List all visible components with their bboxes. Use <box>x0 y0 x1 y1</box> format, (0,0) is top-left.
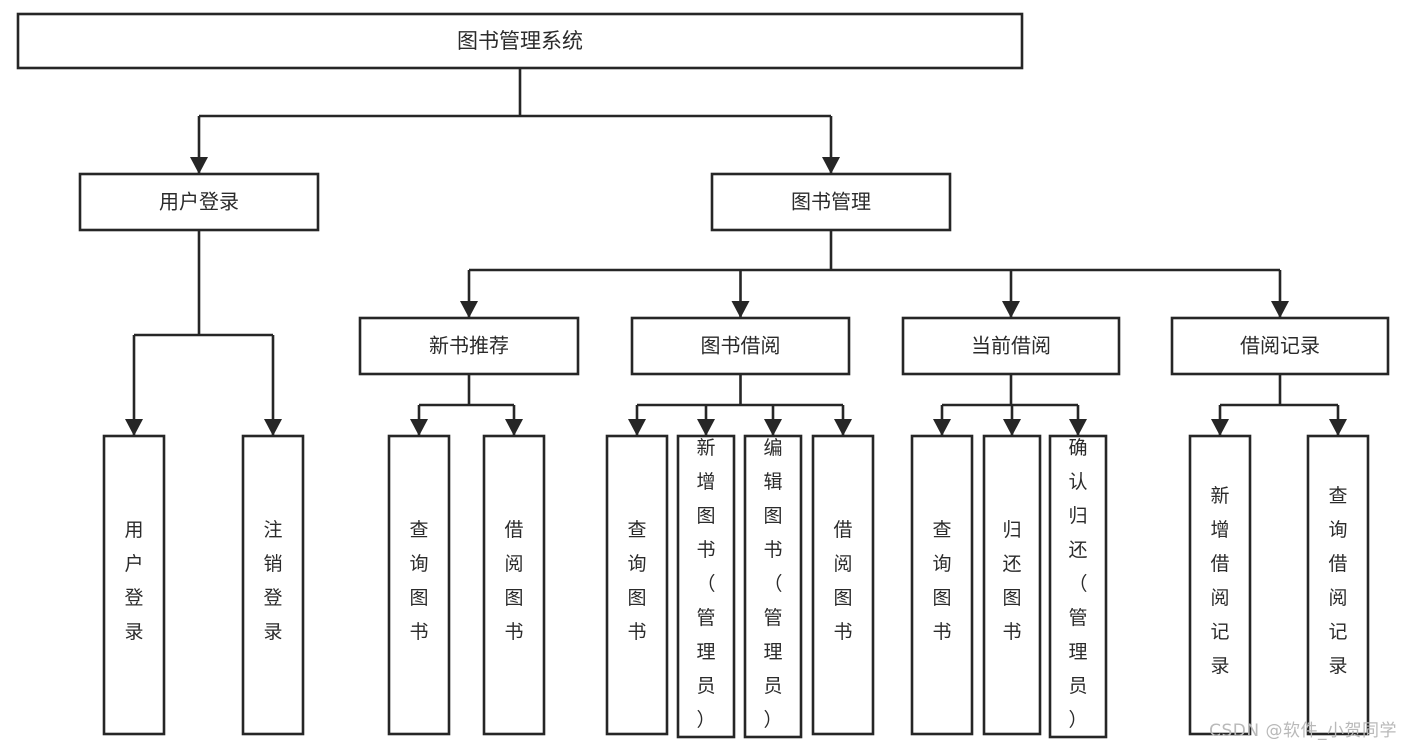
node-leaf-borrow-book-2[interactable]: 借阅图书 <box>811 434 875 736</box>
node-box <box>811 434 875 736</box>
node-leaf-logout[interactable]: 注销登录 <box>241 434 305 736</box>
node-leaf-query-record[interactable]: 查询借阅记录 <box>1306 434 1370 736</box>
node-label-vertical: 注销登录 <box>263 519 282 643</box>
node-label: 新书推荐 <box>429 334 509 358</box>
node-box <box>358 316 580 376</box>
connectors-layer <box>125 68 1347 436</box>
node-label-vertical: 查询图书 <box>409 519 428 643</box>
arrow-head-icon <box>264 419 282 436</box>
node-label: 借阅记录 <box>1240 334 1320 358</box>
node-box <box>605 434 669 736</box>
node-book-manage[interactable]: 图书管理 <box>710 172 952 232</box>
node-box <box>676 434 736 739</box>
node-label: 用户登录 <box>159 190 239 214</box>
arrow-head-icon <box>1271 301 1289 318</box>
node-leaf-query-book-3[interactable]: 查询图书 <box>910 434 974 736</box>
node-label-vertical: 借阅图书 <box>833 519 852 643</box>
node-label-vertical: 用户登录 <box>124 519 143 643</box>
node-leaf-query-book-1[interactable]: 查询图书 <box>387 434 451 736</box>
arrow-head-icon <box>697 419 715 436</box>
node-box <box>482 434 546 736</box>
arrow-head-icon <box>190 157 208 174</box>
node-label-vertical: 归还图书 <box>1002 519 1021 643</box>
node-label: 图书借阅 <box>701 334 781 358</box>
node-label: 图书管理系统 <box>457 29 583 53</box>
arrow-head-icon <box>822 157 840 174</box>
node-box <box>1048 434 1108 739</box>
node-user-login[interactable]: 用户登录 <box>78 172 320 232</box>
node-box <box>982 434 1042 736</box>
connector-user-login-to-leaves <box>125 230 282 436</box>
node-leaf-confirm-return[interactable]: 确认归还（管理员） <box>1048 434 1108 739</box>
node-label-vertical: 编辑图书（管理员） <box>763 437 782 731</box>
node-box <box>241 434 305 736</box>
node-box <box>743 434 803 739</box>
arrow-head-icon <box>1003 419 1021 436</box>
arrow-head-icon <box>1211 419 1229 436</box>
node-leaf-return-book[interactable]: 归还图书 <box>982 434 1042 736</box>
connector-root-to-level2 <box>190 68 840 174</box>
node-book-borrow[interactable]: 图书借阅 <box>630 316 851 376</box>
arrow-head-icon <box>460 301 478 318</box>
node-label-vertical: 借阅图书 <box>504 519 523 643</box>
arrow-head-icon <box>764 419 782 436</box>
arrow-head-icon <box>505 419 523 436</box>
node-leaf-query-book-2[interactable]: 查询图书 <box>605 434 669 736</box>
node-label-vertical: 查询图书 <box>627 519 646 643</box>
node-root[interactable]: 图书管理系统 <box>16 12 1024 70</box>
node-label-vertical: 查询图书 <box>932 519 951 643</box>
node-box <box>1188 434 1252 736</box>
node-box <box>102 434 166 736</box>
node-label: 图书管理 <box>791 190 871 214</box>
nodes-layer: 图书管理系统用户登录图书管理新书推荐图书借阅当前借阅借阅记录用户登录注销登录查询… <box>16 12 1390 739</box>
node-label-vertical: 查询借阅记录 <box>1328 485 1347 677</box>
node-box <box>710 172 952 232</box>
node-box <box>78 172 320 232</box>
node-leaf-edit-book[interactable]: 编辑图书（管理员） <box>743 434 803 739</box>
node-box <box>910 434 974 736</box>
arrow-head-icon <box>1069 419 1087 436</box>
arrow-head-icon <box>125 419 143 436</box>
node-leaf-borrow-book-1[interactable]: 借阅图书 <box>482 434 546 736</box>
node-label-vertical: 确认归还（管理员） <box>1068 437 1087 731</box>
connector-book-manage-to-level3 <box>460 230 1289 318</box>
node-box <box>387 434 451 736</box>
arrow-head-icon <box>1002 301 1020 318</box>
node-borrow-record[interactable]: 借阅记录 <box>1170 316 1390 376</box>
arrow-head-icon <box>1329 419 1347 436</box>
node-new-book-rec[interactable]: 新书推荐 <box>358 316 580 376</box>
node-label: 当前借阅 <box>971 334 1051 358</box>
arrow-head-icon <box>410 419 428 436</box>
connector-current-borrow-to-leaves <box>933 374 1087 436</box>
node-current-borrow[interactable]: 当前借阅 <box>901 316 1121 376</box>
node-leaf-add-book[interactable]: 新增图书（管理员） <box>676 434 736 739</box>
arrow-head-icon <box>834 419 852 436</box>
node-box <box>630 316 851 376</box>
connector-new-book-rec-to-leaves <box>410 374 523 436</box>
connector-book-borrow-to-leaves <box>628 374 852 436</box>
node-box <box>1170 316 1390 376</box>
node-leaf-add-record[interactable]: 新增借阅记录 <box>1188 434 1252 736</box>
node-box <box>1306 434 1370 736</box>
node-leaf-user-login[interactable]: 用户登录 <box>102 434 166 736</box>
node-box <box>16 12 1024 70</box>
node-box <box>901 316 1121 376</box>
arrow-head-icon <box>933 419 951 436</box>
arrow-head-icon <box>628 419 646 436</box>
node-label-vertical: 新增图书（管理员） <box>696 437 715 731</box>
connector-borrow-record-to-leaves <box>1211 374 1347 436</box>
node-label-vertical: 新增借阅记录 <box>1210 485 1229 677</box>
arrow-head-icon <box>731 301 750 318</box>
